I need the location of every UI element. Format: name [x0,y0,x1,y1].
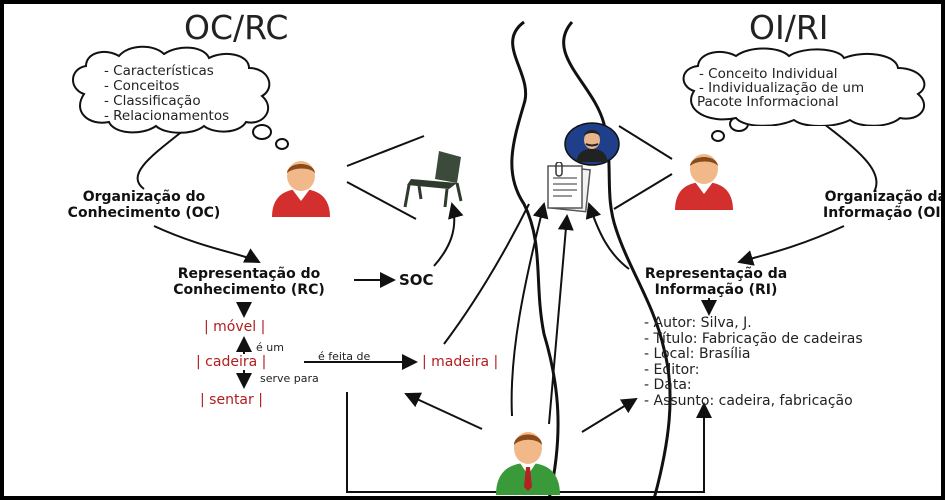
author-portrait-icon [564,122,620,166]
cloud-right-line-3: Pacote Informacional [697,94,839,110]
user-green-icon [496,432,560,495]
label-rc-line-2: Conhecimento (RC) [173,282,325,298]
title-oc-rc: OC/RC [184,8,289,47]
metadata-record: - Autor: Silva, J. - Título: Fabricação … [644,315,863,409]
thought-bubble-large [252,124,272,140]
concept-sentar: | sentar | [200,392,263,408]
divider-right-wave [562,21,672,496]
label-soc: SOC [399,271,434,289]
record-editor: - Editor: [644,361,700,378]
concept-madeira: | madeira | [422,354,499,370]
record-data: - Data: [644,377,692,393]
label-oc-line-2: Conhecimento (OC) [67,205,221,221]
relation-serve-para: serve para [260,372,319,385]
label-oc-line-1: Organização do [82,189,206,205]
title-oi-ri: OI/RI [749,8,829,47]
label-oi: Organização da Informação (OI) [769,189,945,221]
concept-cadeira: | cadeira | [196,354,267,370]
record-local: - Local: Brasília [644,346,751,362]
record-assunto: - Assunto: cadeira, fabricação [644,392,853,409]
cloud-left-line-4: - Relacionamentos [104,108,230,124]
cloud-left-line-3: - Classificação [104,93,201,109]
label-oi-line-1: Organização da [824,189,945,205]
record-titulo: - Título: Fabricação de cadeiras [644,330,863,347]
document-icon [547,162,591,213]
cloud-left-line-1: - Características [104,63,214,79]
relation-e-feita-de: é feita de [318,350,371,363]
relation-e-um: é um [256,341,284,354]
label-oi-line-2: Informação (OI) [823,205,945,221]
thought-cloud-right [682,47,926,126]
label-ri-line-2: Informação (RI) [654,282,778,298]
thought-cloud-left [72,45,271,134]
cloud-right-line-2: - Individualização de um [699,80,865,96]
record-autor: - Autor: Silva, J. [644,315,752,331]
person-right-icon [675,154,733,210]
label-ri-line-1: Representação da [644,266,788,282]
chair-icon [403,151,463,208]
label-rc-line-1: Representação do [177,266,321,282]
thought-bubble-small-right [711,130,725,142]
label-oc: Organização do Conhecimento (OC) [54,189,234,221]
cloud-left-line-2: - Conceitos [104,78,180,94]
divider-left-wave [510,20,560,496]
label-rc: Representação do Conhecimento (RC) [144,266,354,298]
concept-movel: | móvel | [204,319,266,335]
person-left-icon [272,161,330,217]
thought-bubble-small [275,138,289,150]
label-ri: Representação da Informação (RI) [616,266,816,298]
cloud-right-line-1: - Conceito Individual [699,66,838,82]
connector-lines [136,20,878,496]
